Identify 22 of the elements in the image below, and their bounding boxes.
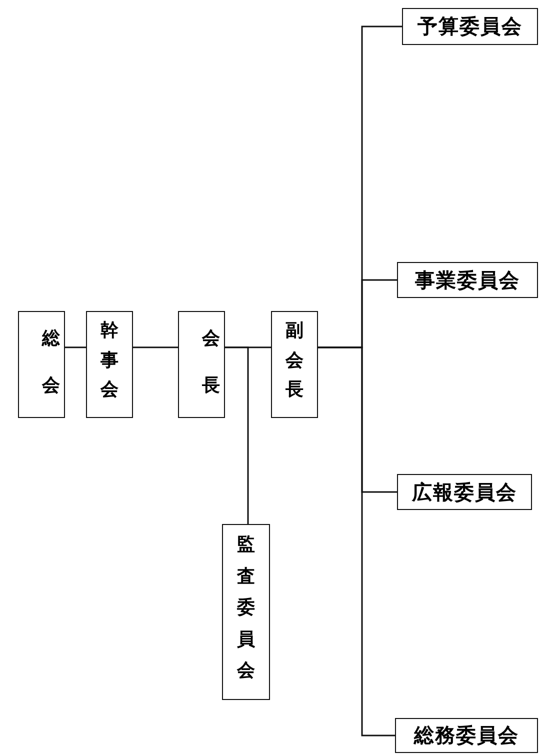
- unit-label: 総会: [42, 327, 60, 398]
- org-box: [271, 311, 318, 418]
- unit-label: 会長: [202, 327, 220, 398]
- org-box: [397, 474, 532, 510]
- org-box: [402, 8, 538, 45]
- unit-label: 副会長: [286, 319, 304, 402]
- unit-label: 事業委員会: [415, 266, 520, 294]
- org-box: [222, 524, 270, 700]
- unit-label: 広報委員会: [412, 478, 517, 506]
- org-box: [18, 311, 65, 418]
- connector-line: [318, 346, 395, 736]
- unit-label: 予算委員会: [418, 13, 522, 40]
- connector-line: [225, 346, 249, 524]
- unit-label: 監査委員会: [237, 533, 255, 683]
- org-box: [395, 718, 538, 753]
- unit-label: 幹事会: [100, 319, 118, 402]
- connector-line: [65, 346, 86, 348]
- org-box: [86, 311, 133, 418]
- connector-line: [133, 346, 178, 348]
- org-box: [178, 311, 225, 418]
- unit-label: 総務委員会: [414, 722, 519, 749]
- org-box: [397, 262, 538, 298]
